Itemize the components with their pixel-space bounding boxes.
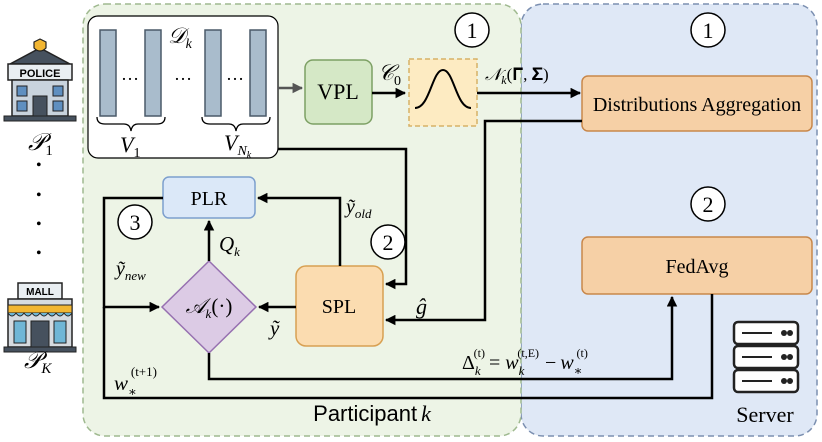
q-k-label: Qk [219, 232, 240, 259]
step-1-left-label: 1 [467, 18, 478, 43]
step-1-right-marker [690, 12, 726, 48]
v1-label: V1 [120, 132, 140, 161]
distributions-aggregation-label: Distributions Aggregation [593, 94, 801, 116]
dataset-ellipsis-1: … [121, 64, 139, 84]
arrow-dataset-to-spl [278, 147, 408, 290]
arrow-spl-to-plr [256, 192, 342, 266]
dataset-ellipsis-2: … [174, 64, 192, 84]
brace-vnk [201, 116, 271, 132]
server-label: Server [736, 402, 794, 427]
gaussian-curve-icon [414, 68, 472, 109]
arrow-fedavg-to-participant [102, 294, 714, 400]
step-2-right-marker [690, 186, 726, 222]
spl-label: SPL [322, 296, 356, 318]
delta-expression: Δk(t)= wk(t,E)−w∗(t) [462, 346, 588, 378]
y-tilde-label: ỹ [268, 316, 280, 340]
step-1-left-marker [454, 12, 490, 48]
vpl-label: VPL [317, 79, 359, 104]
dataset-name: 𝒟k [168, 23, 193, 52]
brace-v1 [96, 116, 166, 132]
mall-building-icon: MALL [3, 282, 77, 353]
y-old-label: ỹold [344, 196, 372, 221]
distributions-aggregation-block [581, 75, 813, 132]
dot-4: • [36, 245, 42, 262]
w-star-label: w∗(t+1) [114, 364, 157, 399]
plr-label: PLR [191, 188, 228, 210]
fedavg-label: FedAvg [666, 256, 729, 278]
dataset-ellipsis-3: … [226, 64, 244, 84]
step-2-left-label: 2 [383, 230, 394, 255]
participant-top-label: 𝒫1 [28, 130, 53, 159]
g-hat-label: ĝ [416, 294, 427, 319]
step-3-marker [117, 204, 153, 240]
arrow-aggregation-to-spl [384, 119, 582, 326]
nk-label: 𝒩k(𝚪, 𝚺) [485, 65, 549, 87]
arrow-diamond-to-fedavg [207, 295, 678, 381]
step-2-right-label: 2 [703, 192, 714, 217]
step-3-label: 3 [130, 210, 141, 235]
dot-3: • [36, 216, 42, 233]
step-2-left-marker [370, 224, 406, 260]
fedavg-block [581, 236, 813, 295]
svg-text:MALL: MALL [26, 287, 54, 298]
dataset-vectors [99, 29, 267, 117]
y-new-label: ỹnew [114, 258, 146, 283]
arrow-plr-to-diamond [102, 196, 163, 313]
police-building-icon: POLICE [3, 38, 77, 122]
vnk-label: VNk [224, 130, 252, 161]
server-icon [732, 320, 800, 394]
step-1-right-label: 1 [703, 18, 714, 43]
dot-1: • [36, 157, 42, 174]
dot-2: • [36, 187, 42, 204]
svg-text:POLICE: POLICE [20, 68, 61, 80]
